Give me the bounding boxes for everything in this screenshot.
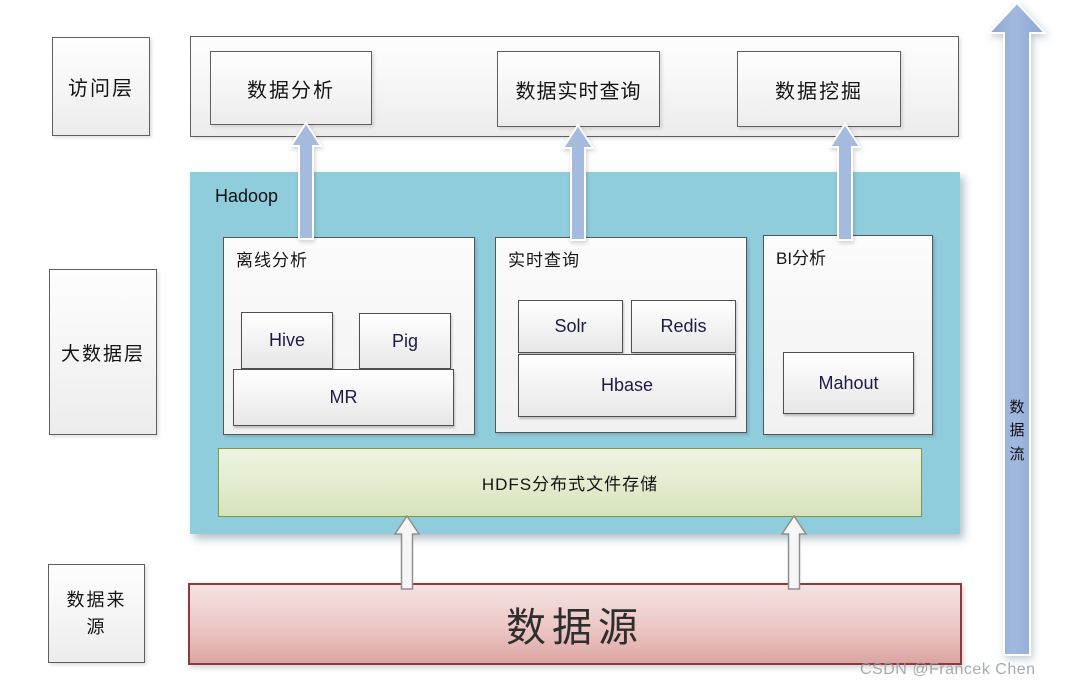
realtime-query-title: 实时查询 xyxy=(508,251,580,270)
hive-label: Hive xyxy=(268,330,305,350)
data-analysis-label: 数据分析 xyxy=(247,79,335,102)
hbase-box: Hbase xyxy=(518,354,736,417)
bi-analysis-group: BI分析 Mahout xyxy=(763,235,933,435)
hdfs-storage-bar: HDFS分布式文件存储 xyxy=(218,448,922,517)
arrow-source-to-hdfs-left-icon xyxy=(393,515,421,590)
offline-analysis-title: 离线分析 xyxy=(236,251,308,270)
bigdata-layer-label-box: 大数据层 xyxy=(49,269,157,435)
bigdata-layer-label: 大数据层 xyxy=(60,343,145,365)
redis-label: Redis xyxy=(660,316,707,336)
access-layer-label: 访问层 xyxy=(68,78,134,100)
solr-label: Solr xyxy=(554,316,587,336)
mr-box: MR xyxy=(233,369,454,426)
solr-box: Solr xyxy=(518,300,623,353)
bi-analysis-title: BI分析 xyxy=(776,249,827,268)
access-layer-label-box: 访问层 xyxy=(52,37,150,136)
data-flow-arrow-icon xyxy=(986,2,1048,656)
hadoop-title: Hadoop xyxy=(215,186,279,206)
data-source-bar: 数据源 xyxy=(188,583,962,665)
offline-analysis-group: 离线分析 Hive Pig MR xyxy=(223,237,475,435)
mr-label: MR xyxy=(329,387,358,407)
realtime-query-group: 实时查询 Solr Redis Hbase xyxy=(495,237,747,433)
access-item-data-analysis: 数据分析 xyxy=(210,51,372,125)
data-source-label: 数据来源 xyxy=(66,589,127,637)
data-source-title: 数据源 xyxy=(506,606,644,650)
arrow-offline-to-data-analysis-icon xyxy=(289,121,323,240)
hdfs-label: HDFS分布式文件存储 xyxy=(481,475,659,494)
access-item-data-mining: 数据挖掘 xyxy=(737,51,901,127)
hive-box: Hive xyxy=(241,312,333,369)
data-source-label-box: 数据来源 xyxy=(48,564,145,663)
watermark: CSDN @Francek Chen xyxy=(860,661,1036,678)
redis-box: Redis xyxy=(631,300,736,353)
hbase-label: Hbase xyxy=(600,375,654,395)
pig-box: Pig xyxy=(359,313,451,369)
pig-label: Pig xyxy=(391,330,418,351)
arrow-realtime-to-realtime-query-icon xyxy=(561,123,595,241)
access-item-realtime-query: 数据实时查询 xyxy=(497,51,660,127)
mahout-label: Mahout xyxy=(818,372,879,393)
mahout-box: Mahout xyxy=(783,352,914,414)
arrow-source-to-hdfs-right-icon xyxy=(780,515,808,590)
data-mining-label: 数据挖掘 xyxy=(775,80,863,103)
realtime-query-label: 数据实时查询 xyxy=(515,80,642,103)
data-flow-label: 数据流 xyxy=(1009,399,1025,463)
arrow-bi-to-data-mining-icon xyxy=(828,122,862,241)
